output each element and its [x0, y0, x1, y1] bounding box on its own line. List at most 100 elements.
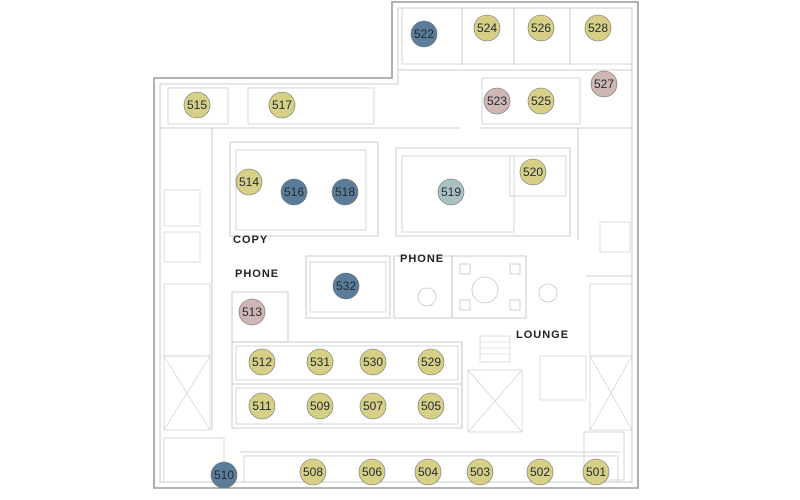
office-number-label: 523 — [487, 94, 507, 108]
office-number-label: 511 — [252, 399, 271, 413]
office-marker-512[interactable]: 512 — [248, 348, 276, 376]
office-marker-circle — [527, 14, 555, 42]
office-number-label: 528 — [588, 21, 608, 35]
office-marker-507[interactable]: 507 — [359, 392, 387, 420]
office-number-label: 520 — [523, 165, 543, 179]
office-marker-circle — [527, 87, 555, 115]
office-marker-520[interactable]: 520 — [519, 158, 547, 186]
phone-room-center-label: PHONE — [400, 253, 444, 265]
office-marker-508[interactable]: 508 — [299, 458, 327, 486]
building-outline — [153, 1, 639, 489]
phone-room-left-label: PHONE — [235, 268, 279, 280]
office-marker-514[interactable]: 514 — [235, 168, 263, 196]
office-marker-502[interactable]: 502 — [526, 458, 554, 486]
office-marker-circle — [359, 392, 387, 420]
office-marker-circle — [519, 158, 547, 186]
office-marker-circle — [248, 392, 276, 420]
office-marker-531[interactable]: 531 — [306, 348, 334, 376]
office-marker-516[interactable]: 516 — [280, 178, 308, 206]
office-marker-circle — [238, 298, 266, 326]
copy-room-label: COPY — [233, 234, 268, 246]
office-marker-505[interactable]: 505 — [417, 392, 445, 420]
office-marker-circle — [410, 20, 438, 48]
office-number-label: 531 — [310, 355, 330, 369]
office-marker-circle — [584, 14, 612, 42]
stair-cores — [163, 189, 633, 433]
office-marker-510[interactable]: 510 — [210, 461, 238, 489]
office-number-label: 516 — [284, 185, 304, 199]
office-number-label: 503 — [470, 465, 490, 479]
office-number-label: 530 — [363, 355, 383, 369]
office-marker-506[interactable]: 506 — [358, 458, 386, 486]
office-number-label: 506 — [362, 465, 382, 479]
office-marker-513[interactable]: 513 — [238, 298, 266, 326]
office-marker-518[interactable]: 518 — [331, 178, 359, 206]
office-marker-528[interactable]: 528 — [584, 14, 612, 42]
office-markers: 522 524 526 528 523 525 527 515 517 514 516 518 519 5… — [183, 14, 618, 489]
office-marker-504[interactable]: 504 — [414, 458, 442, 486]
office-marker-530[interactable]: 530 — [359, 348, 387, 376]
office-marker-circle — [210, 461, 238, 489]
office-number-label: 519 — [441, 185, 461, 199]
office-number-label: 510 — [214, 468, 234, 482]
office-number-label: 509 — [310, 399, 330, 413]
office-number-label: 527 — [594, 77, 614, 91]
office-number-label: 515 — [187, 98, 207, 112]
office-number-label: 512 — [252, 355, 272, 369]
office-marker-circle — [417, 348, 445, 376]
office-marker-circle — [582, 458, 610, 486]
office-number-label: 517 — [272, 98, 292, 112]
room-labels: COPY PHONE PHONE LOUNGE — [233, 234, 569, 341]
office-marker-526[interactable]: 526 — [527, 14, 555, 42]
office-marker-circle — [359, 348, 387, 376]
office-number-label: 505 — [421, 399, 441, 413]
office-marker-522[interactable]: 522 — [410, 20, 438, 48]
office-marker-524[interactable]: 524 — [473, 14, 501, 42]
office-number-label: 514 — [239, 175, 259, 189]
office-number-label: 501 — [586, 465, 606, 479]
office-marker-circle — [248, 348, 276, 376]
office-marker-515[interactable]: 515 — [183, 91, 211, 119]
office-marker-circle — [414, 458, 442, 486]
furniture — [163, 7, 633, 483]
office-marker-circle — [483, 87, 511, 115]
office-marker-511[interactable]: 511 — [248, 392, 276, 420]
office-marker-527[interactable]: 527 — [590, 70, 618, 98]
office-marker-circle — [417, 392, 445, 420]
office-marker-circle — [473, 14, 501, 42]
office-marker-517[interactable]: 517 — [268, 91, 296, 119]
office-marker-circle — [280, 178, 308, 206]
office-marker-circle — [306, 348, 334, 376]
office-marker-525[interactable]: 525 — [527, 87, 555, 115]
office-marker-circle — [299, 458, 327, 486]
office-marker-circle — [526, 458, 554, 486]
office-marker-519[interactable]: 519 — [437, 178, 465, 206]
office-marker-529[interactable]: 529 — [417, 348, 445, 376]
office-marker-532[interactable]: 532 — [332, 272, 360, 300]
lounge-label: LOUNGE — [516, 329, 569, 341]
office-number-label: 513 — [242, 305, 262, 319]
office-marker-circle — [590, 70, 618, 98]
office-number-label: 502 — [530, 465, 550, 479]
office-marker-circle — [235, 168, 263, 196]
office-marker-circle — [466, 458, 494, 486]
office-number-label: 524 — [477, 21, 497, 35]
office-marker-circle — [183, 91, 211, 119]
office-marker-501[interactable]: 501 — [582, 458, 610, 486]
office-number-label: 529 — [421, 355, 441, 369]
office-marker-circle — [268, 91, 296, 119]
office-marker-509[interactable]: 509 — [306, 392, 334, 420]
office-marker-503[interactable]: 503 — [466, 458, 494, 486]
office-number-label: 518 — [335, 185, 355, 199]
office-marker-523[interactable]: 523 — [483, 87, 511, 115]
office-number-label: 504 — [418, 465, 438, 479]
office-marker-circle — [358, 458, 386, 486]
office-number-label: 526 — [531, 21, 551, 35]
office-marker-circle — [306, 392, 334, 420]
office-marker-circle — [437, 178, 465, 206]
office-marker-circle — [332, 272, 360, 300]
interior-walls — [160, 69, 632, 453]
office-number-label: 532 — [336, 279, 356, 293]
office-number-label: 522 — [414, 27, 434, 41]
